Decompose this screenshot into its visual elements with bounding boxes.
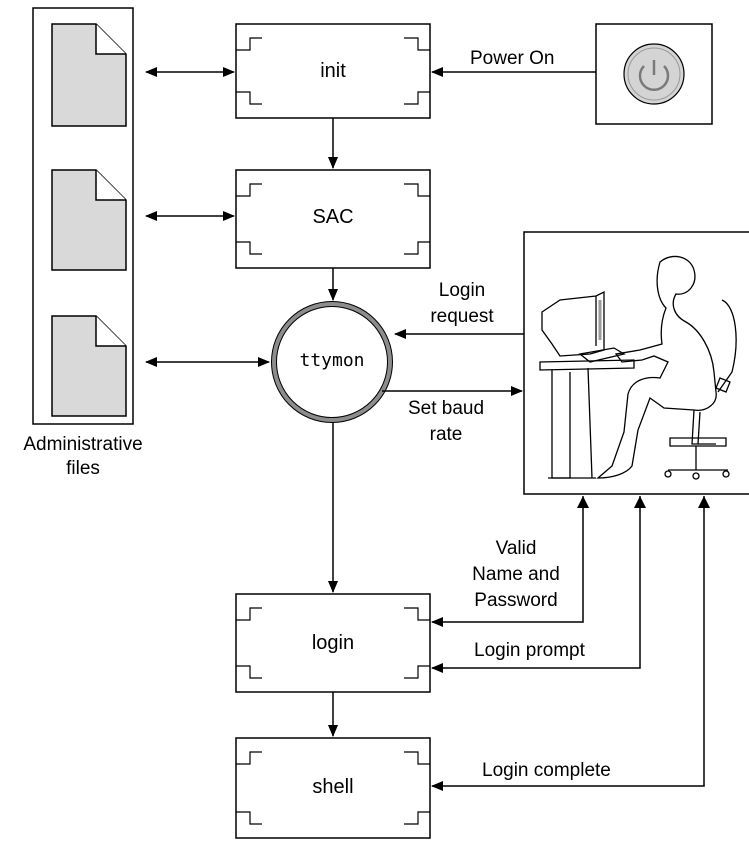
login-prompt-arrow <box>431 496 641 673</box>
sac-box <box>235 169 431 269</box>
init-box <box>235 23 431 119</box>
login-request-label-line1: Login <box>438 280 486 301</box>
login-complete-label: Login complete <box>482 760 611 781</box>
login-prompt-label: Login prompt <box>474 640 585 661</box>
ttymon-label: ttymon <box>299 350 365 371</box>
power-on-label: Power On <box>470 48 555 69</box>
login-complete-arrow <box>431 496 705 791</box>
shell-label: shell <box>312 776 354 798</box>
shell-box <box>235 737 431 839</box>
login-label: login <box>311 632 355 654</box>
set-baud-rate-label-line2: rate <box>429 424 463 445</box>
valid-label-line2: Name and <box>472 564 560 585</box>
document-icon <box>51 23 127 127</box>
valid-label-line1: Valid <box>495 538 537 559</box>
valid-label-line3: Password <box>474 590 558 611</box>
document-icon <box>51 315 127 417</box>
login-box <box>235 593 431 693</box>
power-button-icon <box>595 23 713 125</box>
set-baud-rate-label-line1: Set baud <box>407 398 485 419</box>
sac-label: SAC <box>312 206 354 228</box>
admin-files-label-line2: files <box>66 458 100 479</box>
login-request-label-line2: request <box>430 306 494 327</box>
admin-files-label-line1: Administrative <box>23 434 143 455</box>
ttymon-node <box>271 301 393 423</box>
terminal-arrowhead <box>698 496 710 508</box>
terminal-arrowhead <box>634 496 646 508</box>
document-icon <box>51 169 127 271</box>
user-at-terminal-icon <box>523 231 749 495</box>
valid-password-arrow <box>431 496 584 627</box>
init-label: init <box>320 60 346 82</box>
terminal-arrowhead <box>577 496 589 508</box>
